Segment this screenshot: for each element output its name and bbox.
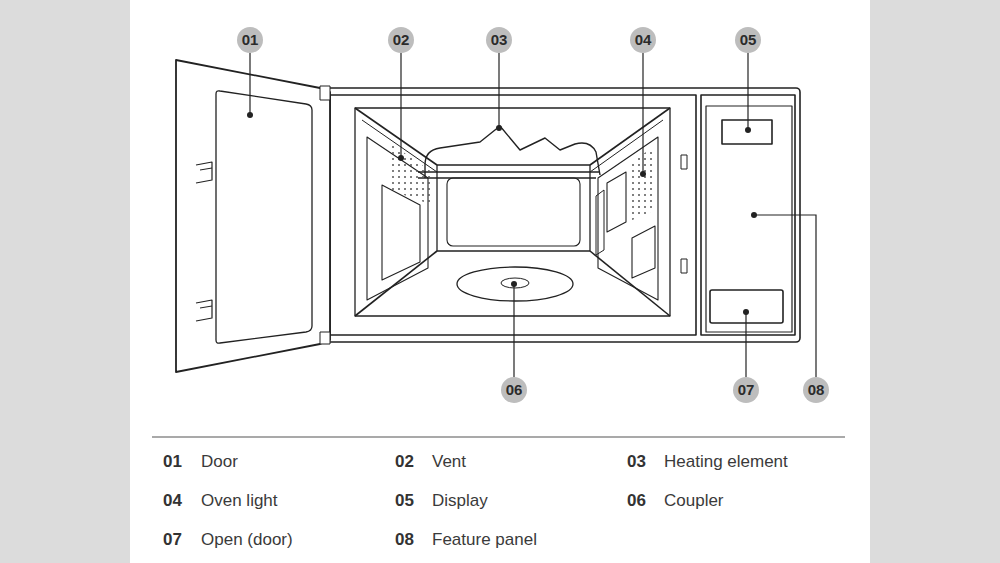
callout-number: 01 bbox=[230, 30, 270, 50]
drawing-stroke bbox=[496, 125, 502, 131]
leader-lines bbox=[250, 53, 816, 377]
part-name: Coupler bbox=[664, 490, 724, 512]
callout-number: 02 bbox=[381, 30, 421, 50]
legend-number: 06 bbox=[627, 490, 646, 512]
leader-dots bbox=[247, 112, 757, 315]
display-window bbox=[722, 120, 772, 144]
drawing-stroke bbox=[511, 281, 517, 287]
drawing-stroke bbox=[513, 284, 514, 377]
legend-number: 01 bbox=[163, 451, 182, 473]
drawing-stroke bbox=[743, 309, 749, 315]
part-name: Oven light bbox=[201, 490, 278, 512]
drawing-stroke bbox=[200, 306, 212, 308]
legend-number: 08 bbox=[395, 529, 414, 551]
legend-number: 03 bbox=[627, 451, 646, 473]
door-hinge bbox=[320, 86, 330, 100]
part-name: Door bbox=[201, 451, 238, 473]
background-blur bbox=[870, 0, 1000, 563]
callout-number: 07 bbox=[726, 380, 766, 400]
right-wall bbox=[598, 137, 658, 300]
legend-number: 05 bbox=[395, 490, 414, 512]
part-name: Open (door) bbox=[201, 529, 293, 551]
feature-panel-outline bbox=[706, 106, 792, 332]
drawing-stroke bbox=[640, 171, 646, 177]
callout-number: 04 bbox=[623, 30, 663, 50]
drawing-stroke bbox=[747, 53, 748, 130]
drawing-stroke bbox=[745, 312, 746, 377]
drawing-stroke bbox=[751, 212, 757, 218]
drawing-stroke bbox=[247, 112, 253, 118]
drawing-stroke bbox=[400, 53, 401, 158]
oven-outline bbox=[176, 60, 800, 372]
callout-number: 08 bbox=[796, 380, 836, 400]
part-name: Heating element bbox=[664, 451, 788, 473]
drawing-stroke bbox=[200, 168, 212, 170]
door-outline bbox=[176, 60, 330, 372]
background-blur bbox=[0, 0, 130, 563]
white-panel bbox=[130, 0, 870, 563]
coupler-plate bbox=[457, 267, 573, 301]
door-window bbox=[216, 91, 312, 343]
vent-holes bbox=[390, 143, 432, 205]
left-wall-plate bbox=[382, 185, 420, 280]
part-name: Display bbox=[432, 490, 488, 512]
heating-element bbox=[418, 126, 600, 178]
callout-number: 05 bbox=[728, 30, 768, 50]
legend-number: 02 bbox=[395, 451, 414, 473]
cavity-opening bbox=[355, 108, 670, 316]
drawing-stroke bbox=[642, 53, 643, 174]
right-wall-plate bbox=[632, 226, 655, 278]
table-rule bbox=[152, 436, 845, 437]
legend-number: 04 bbox=[163, 490, 182, 512]
drawing-stroke bbox=[498, 53, 499, 128]
back-wall-panel bbox=[447, 178, 580, 246]
cavity-frame bbox=[330, 95, 696, 335]
door-hook bbox=[196, 300, 212, 321]
drawing-stroke bbox=[745, 127, 751, 133]
part-name: Feature panel bbox=[432, 529, 537, 551]
drawing-stroke bbox=[398, 155, 404, 161]
legend-number: 07 bbox=[163, 529, 182, 551]
callout-number: 06 bbox=[494, 380, 534, 400]
latch-slot bbox=[681, 259, 687, 273]
coupler-hub bbox=[501, 278, 529, 288]
side-slot bbox=[596, 190, 604, 255]
latch-slot bbox=[681, 155, 687, 169]
door-hinge bbox=[320, 332, 330, 344]
vent-holes bbox=[628, 146, 655, 222]
callout-circles bbox=[237, 27, 829, 403]
drawing-stroke bbox=[754, 215, 816, 377]
door-hook bbox=[196, 162, 212, 183]
callout-number: 03 bbox=[479, 30, 519, 50]
oven-body bbox=[320, 88, 800, 342]
oven-light-cover bbox=[607, 172, 626, 232]
drawing-stroke bbox=[249, 53, 250, 115]
part-name: Vent bbox=[432, 451, 466, 473]
